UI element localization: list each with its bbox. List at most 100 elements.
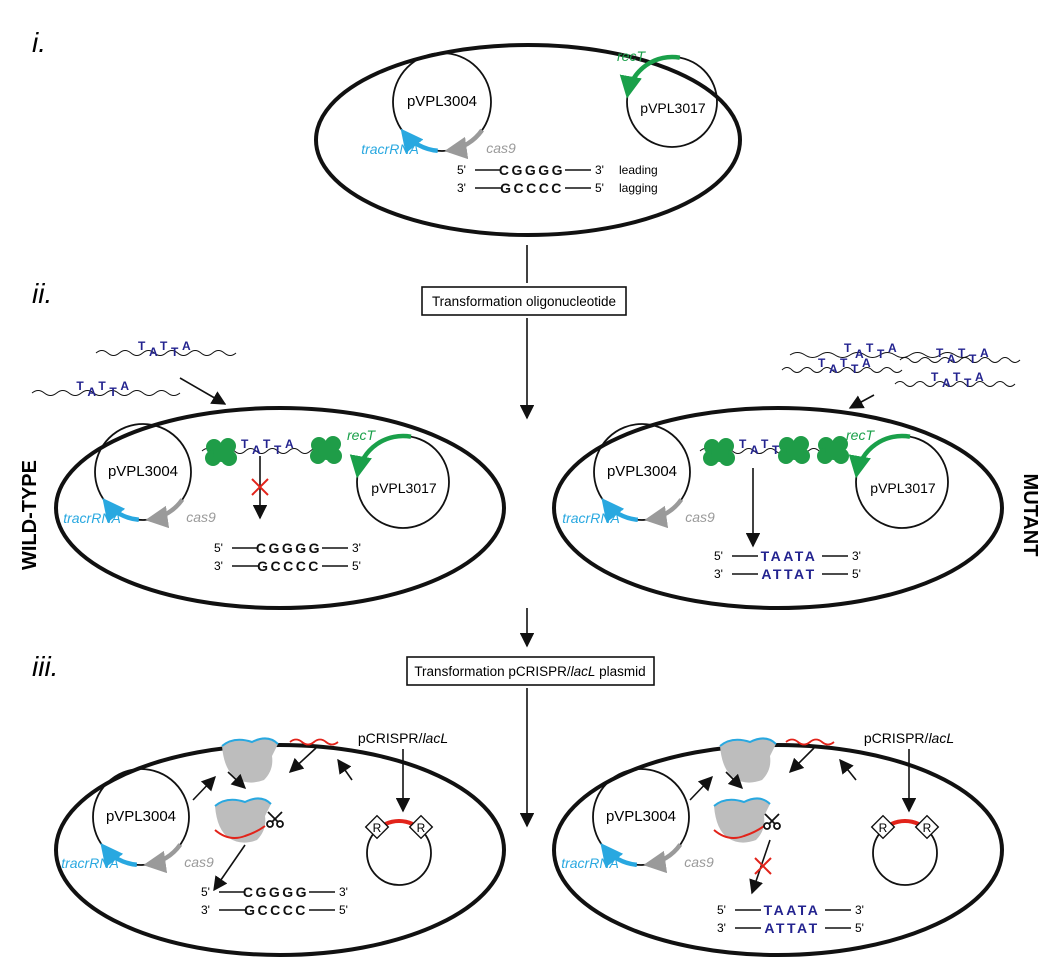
cleavage-arrow-wt <box>213 844 246 892</box>
blocked-cleavage-arrow-mut <box>749 839 771 895</box>
pcrispr-to-crrna-mut <box>839 758 857 781</box>
red-x-icon <box>251 478 269 496</box>
cas9-gene-arrow <box>145 498 185 529</box>
crrna-arrow-mut <box>788 747 815 774</box>
strand-sequence: ATTAT <box>761 566 816 582</box>
cell-mutant-ii <box>552 406 1004 610</box>
pcrispr-label-italic: lacL <box>928 730 954 746</box>
oligo-letter: T <box>964 376 972 390</box>
strand-end-right: 3' <box>852 549 861 563</box>
tracrrna-gene-arrow <box>600 843 638 868</box>
oligo-strand <box>894 381 1016 387</box>
repeat-label: R <box>417 821 426 835</box>
strand-sequence: TAATA <box>764 902 821 918</box>
plasmid-backbone <box>593 423 691 521</box>
scissors-handle <box>763 822 771 830</box>
oligo-box-label: Transformation oligonucleotide <box>432 294 616 309</box>
crrna <box>713 825 765 839</box>
step-label-iii: iii. <box>32 651 58 682</box>
oligo-letter: T <box>953 370 961 384</box>
oligo-letter: A <box>87 385 96 399</box>
plasmid-backbone <box>392 52 492 152</box>
cas9-protein-icon <box>713 797 771 843</box>
ribosome-icon <box>310 436 342 464</box>
repeat-label: R <box>373 821 382 835</box>
crrna-free-wt <box>289 738 339 746</box>
oligo-letter: T <box>739 437 747 451</box>
cas9-label: cas9 <box>685 509 715 525</box>
tracrrna-gene-arrow <box>100 843 138 868</box>
strand-sequence: GCCCC <box>500 180 564 196</box>
strand-end-right: 3' <box>855 903 864 917</box>
plasmid-pVPL3017-mut-ii: pVPL3017 recT <box>846 427 949 529</box>
spacer-segment <box>890 819 920 826</box>
oligo-letter: T <box>761 437 769 451</box>
rect-label: recT <box>846 427 875 443</box>
strand-end-left: 5' <box>717 903 726 917</box>
repeat-box <box>408 814 434 840</box>
oligo-letter: A <box>149 345 158 359</box>
strand-sequence: GCCCC <box>257 558 321 574</box>
oligo-strand <box>789 352 971 358</box>
cas9-protein-icon <box>719 737 777 783</box>
oligo-letter: A <box>750 443 759 457</box>
oligo-letter: T <box>958 346 966 360</box>
strand-end-left: 3' <box>214 559 223 573</box>
crrna-arrow-wt <box>288 747 317 773</box>
strand-sequence: CGGGG <box>243 884 309 900</box>
oligo-letter: T <box>138 339 146 353</box>
mutant-label: MUTANT <box>1019 474 1041 557</box>
strand-sequence: CGGGG <box>499 162 565 178</box>
scissors-blade <box>267 811 279 823</box>
cas9-label: cas9 <box>486 140 516 156</box>
oligo-letter: T <box>76 379 84 393</box>
cas9-label: cas9 <box>186 509 216 525</box>
pcrispr-label: pCRISPR/lacL <box>864 730 954 746</box>
plasmid-label: pVPL3004 <box>407 93 477 110</box>
oligo-letter: A <box>829 362 838 376</box>
oligo-letter: A <box>862 356 871 370</box>
pcrispr-label-italic: lacL <box>422 730 448 746</box>
strand-end-left: 5' <box>457 163 466 177</box>
cas9-blob <box>720 738 776 783</box>
plasmid-label: pVPL3004 <box>106 808 176 825</box>
tracrrna-label: tracrRNA <box>361 141 419 157</box>
strand-end-right: 5' <box>595 181 604 195</box>
oligo-letter: A <box>980 346 989 360</box>
cell-mutant-iii <box>552 743 1004 957</box>
oligo-letter: T <box>818 356 826 370</box>
repeat-box <box>364 814 390 840</box>
oligo-letter: A <box>888 341 897 355</box>
crispr-box <box>406 656 655 686</box>
scissors-handle <box>773 822 781 830</box>
ribosome-lobe <box>786 442 804 460</box>
ribosome-lobe <box>318 442 336 460</box>
crrna-free-mut <box>785 738 835 746</box>
oligo-letter: A <box>975 370 984 384</box>
scissors-blade <box>271 811 283 823</box>
strand-end-left: 3' <box>457 181 466 195</box>
ribosome-lobe <box>213 444 231 462</box>
pcrispr-label-prefix: pCRISPR/ <box>864 730 929 746</box>
plasmid-label: pVPL3004 <box>607 463 677 480</box>
red-x-icon <box>754 857 772 875</box>
lagging-label: lagging <box>619 181 658 195</box>
plasmid-label: pVPL3004 <box>606 808 676 825</box>
plasmid-label: pVPL3017 <box>870 480 936 496</box>
strand-end-left: 5' <box>214 541 223 555</box>
oligo-letter: T <box>931 370 939 384</box>
strand-end-left: 3' <box>717 921 726 935</box>
step-label-ii: ii. <box>32 278 52 309</box>
pcrispr-label: pCRISPR/lacL <box>358 730 448 746</box>
rect-gene-arrow <box>848 433 911 479</box>
oligo-letter: A <box>182 339 191 353</box>
